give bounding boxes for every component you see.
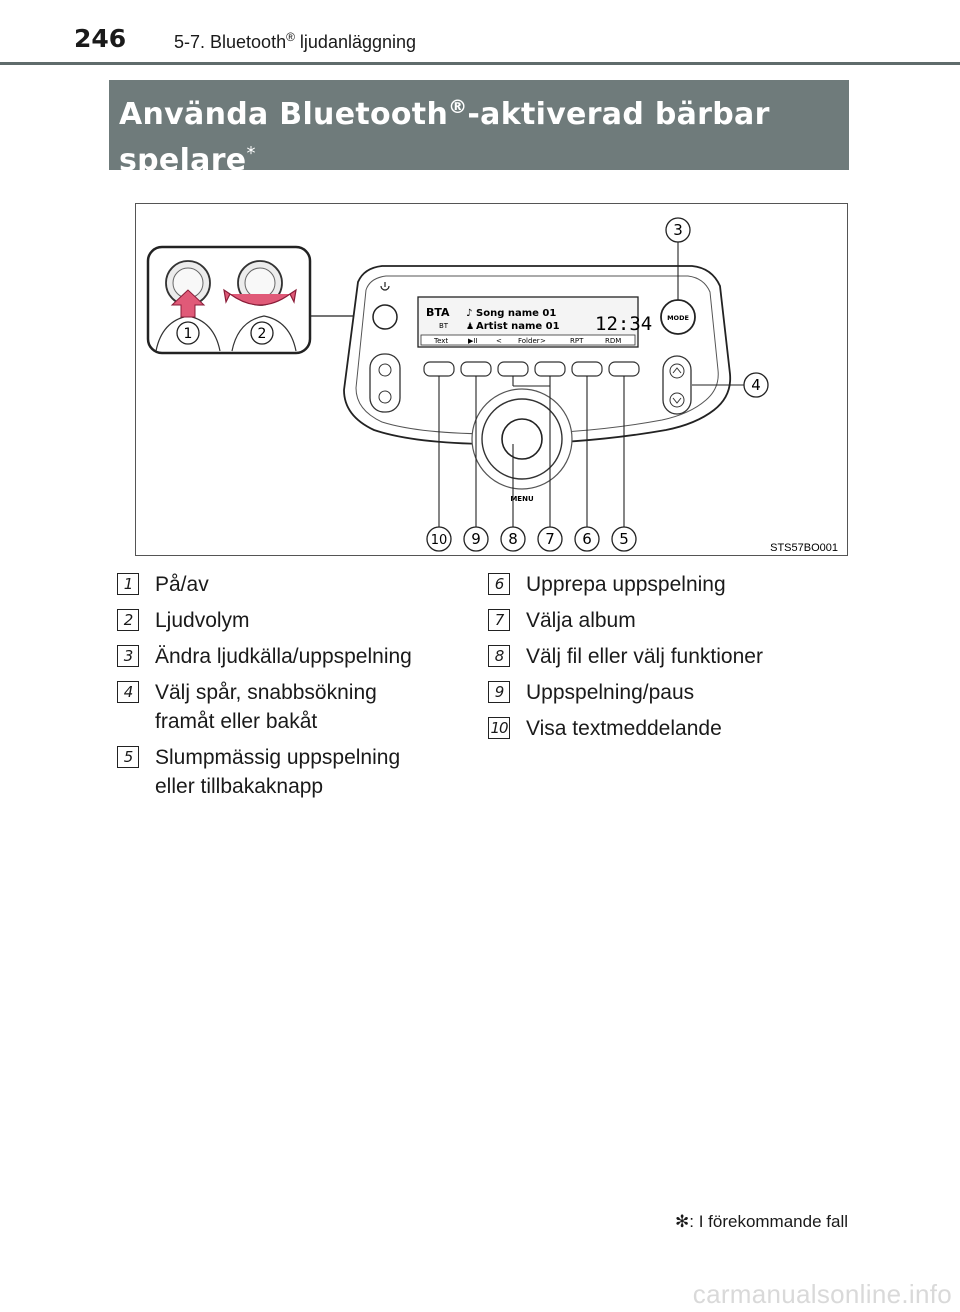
soft-label-play-pause: ▶II (468, 337, 478, 345)
seek-down-button[interactable] (669, 392, 685, 408)
callout-number-box: 9 (488, 681, 510, 703)
callout-10: 10 (431, 533, 448, 548)
leader-lines (438, 242, 744, 527)
callout-5: 5 (619, 530, 629, 548)
callout-text: Visa textmeddelande (526, 717, 722, 740)
soft-label-text: Text (433, 337, 448, 345)
callout-number-box: 1 (117, 573, 139, 595)
callout-6: 6 (582, 530, 592, 548)
soft-label-folder: Folder (518, 337, 540, 345)
callout-list-right: 6 Upprepa uppspelning 7 Välja album 8 Vä… (488, 570, 848, 750)
callout-circles: 3 4 10 9 8 7 6 5 (426, 217, 769, 552)
callout-item: 5 Slumpmässig uppspelning eller tillbaka… (117, 743, 462, 801)
rdm-button[interactable] (608, 361, 640, 377)
artist-icon: ♟ (466, 322, 474, 332)
callout-item: 3 Ändra ljudkälla/uppspelning (117, 642, 462, 671)
callout-number-box: 4 (117, 681, 139, 703)
callout-4: 4 (751, 376, 761, 394)
artist-name: Artist name 01 (476, 321, 560, 332)
clock: 12:34 (595, 313, 652, 335)
callout-number-box: 2 (117, 609, 139, 631)
callout-number-box: 7 (488, 609, 510, 631)
chapter-title-rest: ljudanläggning (294, 32, 417, 52)
callout-text: På/av (155, 573, 209, 596)
rotate-arrow-icon (223, 288, 297, 306)
knob-detail-inset: 1 2 (146, 245, 378, 355)
callout-item: 9 Uppspelning/paus (488, 678, 848, 707)
audio-unit-figure: 1 2 BTA BT ♪ Song name 01 ♟ Artist name … (135, 203, 848, 556)
callout-3: 3 (673, 221, 683, 239)
callout-8: 8 (508, 530, 518, 548)
callout-number-box: 8 (488, 645, 510, 667)
menu-label: MENU (510, 495, 534, 503)
registered-mark: ® (286, 30, 295, 44)
callout-text: Ljudvolym (155, 609, 250, 632)
callout-text: Välja album (526, 609, 636, 632)
page-number: 246 (74, 24, 127, 53)
callout-text: Slumpmässig uppspelning (155, 746, 401, 769)
callout-item: 1 På/av (117, 570, 462, 599)
callout-7: 7 (545, 530, 555, 548)
soft-label-prev: < (496, 337, 502, 345)
pickup-phone-icon[interactable] (378, 363, 392, 377)
mode-label: MODE (667, 314, 689, 322)
section-title-banner: Använda Bluetooth®-aktiverad bärbar spel… (109, 80, 849, 178)
watermark[interactable]: carmanualsonline.info (692, 1279, 952, 1309)
inset-callout-1: 1 (184, 326, 193, 342)
bt-tag: BT (439, 322, 449, 330)
callout-item: 7 Välja album (488, 606, 848, 635)
folder-next-button[interactable] (534, 361, 566, 377)
callout-list-left: 1 På/av 2 Ljudvolym 3 Ändra ljudkälla/up… (117, 570, 462, 808)
seek-up-button[interactable] (669, 363, 685, 379)
callout-text: Ändra ljudkälla/uppspelning (155, 645, 412, 668)
callout-9: 9 (471, 530, 481, 548)
folder-prev-button[interactable] (497, 361, 529, 377)
callout-item: 6 Upprepa uppspelning (488, 570, 848, 599)
phone-buttons (369, 353, 401, 413)
section-title-part-b: -aktiverad bärbar (467, 97, 770, 132)
song-name: Song name 01 (476, 308, 556, 319)
callout-number-box: 5 (117, 746, 139, 768)
callout-text: Upprepa uppspelning (526, 573, 726, 596)
callout-item: 4 Välj spår, snabbsökning framåt eller b… (117, 678, 462, 736)
footnote: ✻: I förekommande fall (675, 1212, 848, 1231)
callout-text: eller tillbakaknapp (155, 775, 324, 798)
callout-text: Välj fil eller välj funktioner (526, 645, 763, 668)
callout-number-box: 3 (117, 645, 139, 667)
callout-text: Uppspelning/paus (526, 681, 695, 704)
source-tag: BTA (426, 306, 450, 319)
chapter-title: 5-7. Bluetooth (174, 32, 287, 52)
soft-label-rdm: RDM (605, 337, 621, 345)
section-title-part-a: Använda Bluetooth (119, 97, 449, 132)
audio-unit-illustration: 1 2 BTA BT ♪ Song name 01 ♟ Artist name … (146, 217, 838, 554)
soft-label-next: > (540, 337, 546, 345)
head-unit-body: BTA BT ♪ Song name 01 ♟ Artist name 01 1… (343, 265, 732, 503)
hangup-phone-icon[interactable] (378, 390, 392, 404)
registered-mark: ® (448, 96, 468, 118)
text-button[interactable] (423, 361, 455, 377)
note-icon: ♪ (466, 308, 472, 319)
section-title-part-c: spelare (119, 143, 247, 178)
inset-callout-2: 2 (258, 326, 267, 342)
callout-item: 10 Visa textmeddelande (488, 714, 848, 743)
power-button[interactable] (372, 304, 398, 330)
soft-label-rpt: RPT (570, 337, 584, 345)
callout-text: Välj spår, snabbsökning (155, 681, 377, 704)
rpt-button[interactable] (571, 361, 603, 377)
menu-dial-center[interactable] (501, 418, 543, 460)
footnote-star: * (246, 143, 256, 164)
header-rule (0, 62, 960, 65)
running-header: 5-7. Bluetooth® ljudanläggning (174, 30, 416, 53)
play-pause-button[interactable] (460, 361, 492, 377)
callout-number-box: 10 (488, 717, 510, 739)
callout-text: framåt eller bakåt (155, 710, 318, 733)
push-arrow-icon (170, 289, 206, 318)
figure-code: STS57BO001 (770, 542, 838, 554)
callout-item: 8 Välj fil eller välj funktioner (488, 642, 848, 671)
callout-number-box: 6 (488, 573, 510, 595)
power-icon (380, 285, 390, 291)
callout-item: 2 Ljudvolym (117, 606, 462, 635)
